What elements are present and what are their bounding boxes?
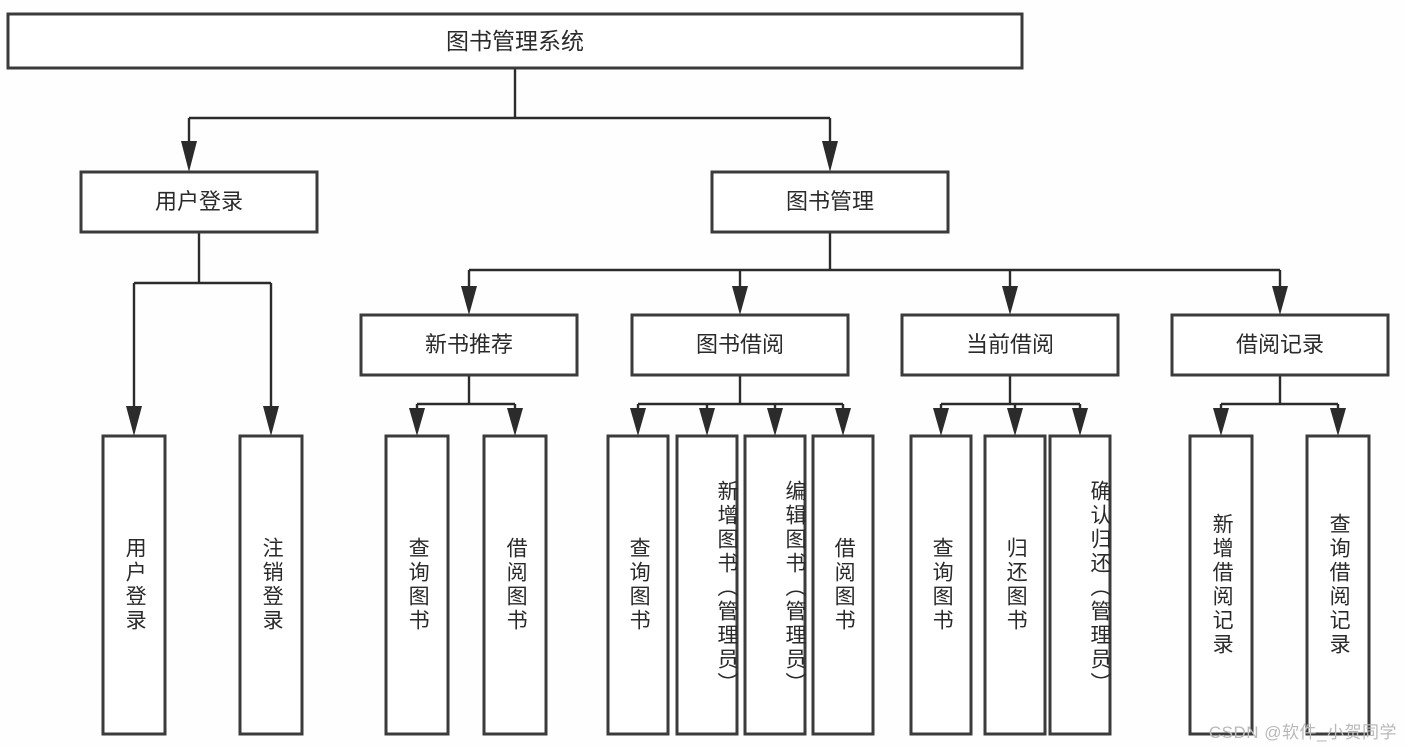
node-borrow-record[interactable]: 借阅记录: [1170, 313, 1390, 377]
node-box-root[interactable]: [6, 12, 1024, 70]
node-label-book-management: 图书管理: [786, 189, 874, 214]
arrow-head-new-book-rec: [461, 286, 477, 315]
leaf-box-confirm-return-admin[interactable]: [1048, 434, 1112, 736]
leaf-box-add-borrow-record[interactable]: [1188, 434, 1254, 736]
arrow-head-leaf-return-book: [1007, 408, 1023, 436]
arrow-head-leaf-query-book-2: [630, 408, 646, 436]
arrow-head-leaf-edit-book: [767, 408, 783, 436]
csdn-watermark: CSDN @软件_小贺同学: [1208, 723, 1397, 742]
arrow-head-leaf-add-book: [699, 408, 715, 436]
node-book-borrow[interactable]: 图书借阅: [630, 313, 850, 377]
arrow-head-borrow-record: [1272, 286, 1288, 315]
arrow-head-leaf-query-book-3: [933, 408, 949, 436]
arrow-head-user-login: [181, 141, 197, 172]
node-box-current-borrow[interactable]: [900, 313, 1120, 377]
arrow-head-book-mgmt: [822, 141, 838, 172]
leaf-box-query-book-2[interactable]: [606, 434, 670, 736]
arrow-head-leaf-add-record: [1213, 408, 1229, 436]
node-label-book-borrow: 图书借阅: [696, 332, 784, 357]
node-box-borrow-record[interactable]: [1170, 313, 1390, 377]
leaf-box-user-login[interactable]: [101, 434, 167, 736]
leaf-box-return-book[interactable]: [983, 434, 1047, 736]
node-user-login[interactable]: 用户登录: [79, 170, 319, 234]
leaf-box-query-borrow-record[interactable]: [1305, 434, 1371, 736]
node-box-user-login[interactable]: [79, 170, 319, 234]
arrow-head-book-borrow: [732, 286, 748, 315]
arrow-head-leaf-confirm-return: [1072, 408, 1088, 436]
node-box-book-borrow[interactable]: [630, 313, 850, 377]
node-label-root: 图书管理系统: [446, 28, 584, 54]
leaf-box-query-book-1[interactable]: [384, 434, 450, 736]
node-new-book-recommend[interactable]: 新书推荐: [359, 313, 579, 377]
arrow-head-leaf-user-login: [126, 406, 142, 436]
connector-group-root-to-level2: [181, 68, 838, 172]
leaf-box-add-book-admin[interactable]: [675, 434, 739, 736]
node-box-new-book-recommend[interactable]: [359, 313, 579, 377]
leaf-box-query-book-3[interactable]: [909, 434, 973, 736]
connector-group-bookmgmt-to-level3: [461, 232, 1288, 315]
node-root[interactable]: 图书管理系统: [6, 12, 1024, 70]
connector-group-userlogin-to-leaves: [126, 232, 279, 436]
arrow-head-current-borrow: [1002, 286, 1018, 315]
arrow-head-leaf-query-record: [1330, 408, 1346, 436]
node-current-borrow[interactable]: 当前借阅: [900, 313, 1120, 377]
arrow-head-leaf-logout: [263, 406, 279, 436]
node-label-new-book-recommend: 新书推荐: [425, 332, 513, 357]
connector-group-newbook-to-leaves: [409, 375, 523, 436]
leaf-box-logout[interactable]: [238, 434, 304, 736]
leaf-box-borrow-book-2[interactable]: [811, 434, 875, 736]
arrow-head-leaf-borrow-book-1: [507, 408, 523, 436]
node-label-user-login: 用户登录: [155, 189, 243, 214]
node-label-current-borrow: 当前借阅: [966, 332, 1054, 357]
connector-group-borrowrecord-to-leaves: [1213, 375, 1346, 436]
connector-group-bookborrow-to-leaves: [630, 375, 851, 436]
node-book-management[interactable]: 图书管理: [710, 170, 950, 234]
leaf-box-edit-book-admin[interactable]: [743, 434, 807, 736]
arrow-head-leaf-query-book-1: [409, 408, 425, 436]
node-label-borrow-record: 借阅记录: [1236, 332, 1324, 357]
arrow-head-leaf-borrow-book-2: [835, 408, 851, 436]
leaf-box-borrow-book-1[interactable]: [482, 434, 548, 736]
connector-group-currentborrow-to-leaves: [933, 375, 1088, 436]
node-box-book-management[interactable]: [710, 170, 950, 234]
